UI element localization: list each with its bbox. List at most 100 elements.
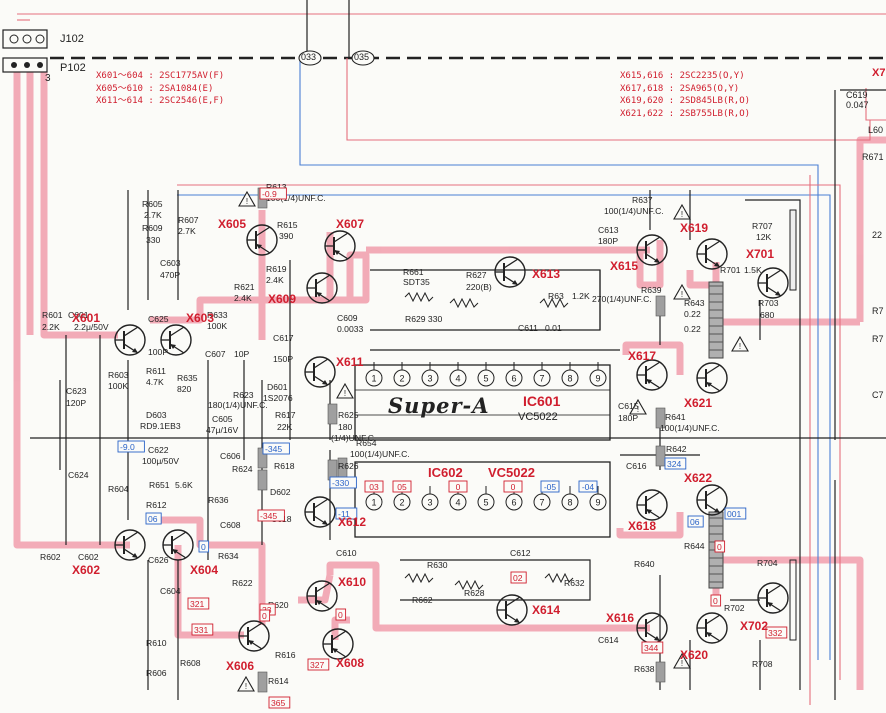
connector-033-label: 033 [301,52,317,62]
edge-r7a: R7 [872,306,884,316]
voltage-value-blue: -11 [338,509,350,519]
component-label: 4.7K [146,377,164,387]
voltage-tag-blue [329,476,357,489]
component-label: R632 [564,578,585,588]
voltage-tag-blue [117,440,145,453]
component-label: R624 [232,464,253,474]
svg-text:!: ! [637,405,639,414]
transistor-x601 [114,324,146,356]
component-label: R638 [634,664,655,674]
component-label: C601 [68,310,89,320]
ic-pin-number: 2 [399,498,404,508]
ic602-volt-value: -05 [544,482,557,492]
connector-p102-label: P102 [60,62,86,74]
ic602-volt-value: -04 [582,482,595,492]
transistor-x615 [636,234,668,266]
voltage-tag-red [268,696,291,709]
voltage-value-red: 0 [262,611,267,621]
warning-triangle-icon [336,382,354,399]
voltage-tag-red [187,597,210,610]
edge-22: 22 [872,230,883,240]
component-label: R635 [177,373,198,383]
component-label: 1S2076 [263,393,293,403]
transistor-x611 [304,356,336,388]
component-label: R607 [178,215,199,225]
label-x614: X614 [532,603,561,617]
component-label: 100K [108,381,128,391]
voltage-tag-red [191,623,214,636]
voltage-value-red: 332 [768,628,783,638]
component-label: 0.01 [545,323,562,333]
component-label: R601 [42,310,63,320]
ic-pin-number: 4 [455,374,460,384]
component-label: 680 [760,310,775,320]
voltage-value-blue: 0 [201,542,206,552]
transistor-x607 [324,230,356,262]
transistor-x621 [696,362,728,394]
component-label: 5.6K [175,480,193,490]
label-x616: X616 [606,611,635,625]
component-label: 180(1/4)UNF.C. [208,400,268,410]
component-label: 0.22 [684,324,701,334]
component-label: R618 [274,461,295,471]
component-label: R642 [666,444,687,454]
label-x604: X604 [190,563,219,577]
component-label: R616 [275,650,296,660]
component-label: 150P [273,354,293,364]
voltage-tag-red [259,187,287,200]
svg-text:!: ! [245,682,247,691]
label-x620: X620 [680,648,709,662]
component-label: R609 [142,223,163,233]
warning-triangle-icon [673,283,691,300]
ic602-volt-tag [540,480,560,493]
component-label: C622 [148,445,169,455]
component-label: 0.22 [684,309,701,319]
voltage-value-blue: -345 [265,444,282,454]
component-label: R641 [665,412,686,422]
component-label: 180P [618,413,638,423]
component-label: C625 [148,314,169,324]
component-label: C602 [78,552,99,562]
ic602-volt-tag [364,480,384,493]
svg-text:!: ! [681,659,683,668]
connector-035 [351,50,375,66]
component-label: C616 [626,461,647,471]
legend-left-line-3: X611～614 : 2SC2546(E,F) [96,96,225,106]
component-labels: R6052.7KR609330R6072.7KC603470PR613100(1… [40,182,788,709]
svg-text:!: ! [681,210,683,219]
voltage-value-blue: 06 [148,514,158,524]
component-label: R639 [641,285,662,295]
component-label: R63 [548,291,564,301]
ic602-package [354,461,611,538]
component-label: 100(1/4)UNF.C. [604,206,664,216]
component-label: R651 [149,480,170,490]
ic602-volt-value: 0 [456,482,461,492]
voltage-tag-blue [335,507,358,520]
component-label: R606 [146,668,167,678]
voltage-value-blue: 06 [690,517,700,527]
component-label: 2.2μ/50V [74,322,109,332]
voltage-tag-blue [145,512,162,525]
component-label: 22K [277,422,293,432]
ic602-volt-value: 03 [369,482,379,492]
component-label: C609 [337,313,358,323]
ic601-logo: Super-A [388,393,490,418]
connector-j102-label: J102 [60,33,84,45]
ic-pin-number: 9 [595,498,600,508]
transistor-x610 [306,580,338,612]
voltage-value-red: -0.9 [262,189,277,199]
connector-035-label: 035 [354,52,370,62]
component-label: 100(1/4)UNF.C. [660,423,720,433]
transistor-legend-left: X601～604 : 2SC1775AV(F) X605～610 : 2SA10… [96,70,224,108]
component-label: 100K [207,321,227,331]
ic602-volt-tag [448,480,468,493]
component-label: 47μ/16V [206,425,238,435]
voltage-value-red: 0 [713,596,718,606]
component-label: C605 [212,414,233,424]
component-label: R707 [752,221,773,231]
component-label: D603 [146,410,167,420]
warning-triangle-icon [238,190,256,207]
component-label: 1.2K [572,291,590,301]
